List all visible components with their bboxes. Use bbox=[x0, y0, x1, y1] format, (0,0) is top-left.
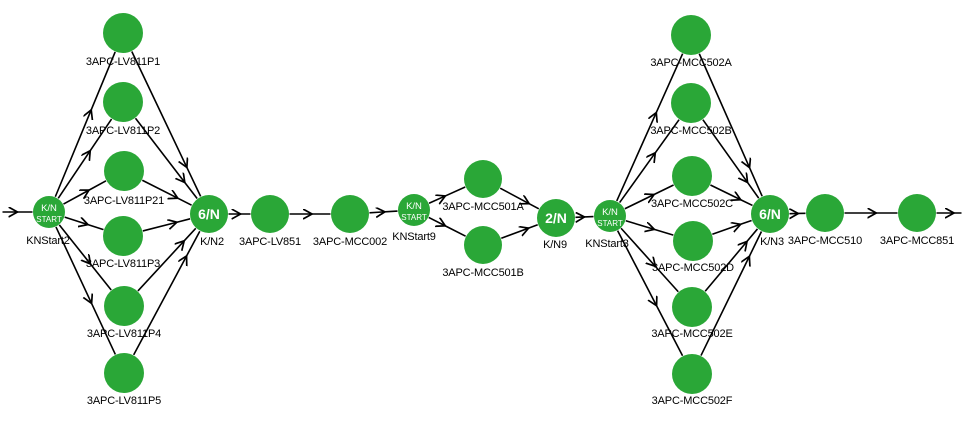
node-mcc502e[interactable] bbox=[672, 287, 712, 327]
node-kn3[interactable] bbox=[751, 195, 789, 233]
edge-lv811p1-kn2 bbox=[131, 51, 202, 197]
label-mcc851: 3APC-MCC851 bbox=[880, 235, 954, 247]
edge-knstart3-mcc502a bbox=[616, 53, 684, 202]
label-lv811p3: 3APC-LV811P3 bbox=[86, 258, 160, 270]
node-kn2[interactable] bbox=[190, 195, 228, 233]
node-text-kn3: 6/N bbox=[759, 206, 781, 222]
edge-knstart9-mcc501b bbox=[428, 216, 466, 237]
node-mcc502a[interactable] bbox=[671, 15, 711, 55]
label-mcc502d: 3APC-MCC502D bbox=[652, 262, 734, 274]
label-kn2: K/N2 bbox=[200, 236, 224, 248]
edge-knstart2-lv811p3 bbox=[64, 216, 104, 231]
edge-knstart3-mcc502e bbox=[620, 227, 679, 293]
edges-layer bbox=[2, 51, 962, 357]
node-knstart3[interactable] bbox=[594, 200, 626, 232]
edge-lv811p2-kn2 bbox=[134, 117, 198, 200]
edge-mcc502b-kn3 bbox=[702, 119, 760, 199]
label-mcc502b: 3APC-MCC502B bbox=[650, 125, 731, 137]
node-mcc002[interactable] bbox=[331, 195, 369, 233]
edge-lv811p21-kn2 bbox=[141, 179, 192, 206]
node-lv811p5[interactable] bbox=[104, 353, 144, 393]
label-knstart2: KNStart2 bbox=[26, 235, 69, 247]
label-lv811p4: 3APC-LV811P4 bbox=[87, 328, 161, 340]
node-mcc851[interactable] bbox=[898, 194, 936, 232]
node-text-knstart2-line1: K/N bbox=[41, 203, 57, 214]
edge-knstart2-lv811p1 bbox=[54, 51, 116, 198]
label-mcc002: 3APC-MCC002 bbox=[313, 236, 387, 248]
node-text-knstart3-line2: START bbox=[597, 219, 623, 228]
node-text-kn9: 2/N bbox=[545, 210, 567, 226]
label-lv811p2: 3APC-LV811P2 bbox=[86, 125, 160, 137]
edge-mcc502c-kn3 bbox=[710, 184, 753, 207]
edge-knstart3-mcc502f bbox=[616, 230, 684, 357]
label-mcc502a: 3APC-MCC502A bbox=[650, 57, 732, 69]
node-mcc502f[interactable] bbox=[672, 354, 712, 394]
label-mcc501b: 3APC-MCC501B bbox=[442, 267, 523, 279]
edge-mcc502e-kn3 bbox=[704, 228, 759, 292]
node-lv811p4[interactable] bbox=[104, 286, 144, 326]
edge-kn9-knstart3 bbox=[575, 217, 594, 218]
node-lv811p3[interactable] bbox=[103, 216, 143, 256]
label-mcc502f: 3APC-MCC502F bbox=[652, 395, 733, 407]
edge-mcc502d-kn3 bbox=[712, 219, 752, 235]
node-text-knstart2-line2: START bbox=[36, 215, 62, 224]
edge-knstart3-mcc502d bbox=[625, 219, 674, 236]
edge-knstart3-mcc502c bbox=[624, 184, 674, 210]
edge-knstart2-lv811p4 bbox=[58, 224, 112, 291]
edge-lv811p3-kn2 bbox=[142, 218, 191, 232]
node-mcc502d[interactable] bbox=[673, 221, 713, 261]
label-lv811p5: 3APC-LV811P5 bbox=[87, 395, 161, 407]
label-lv851: 3APC-LV851 bbox=[239, 236, 301, 248]
node-mcc510[interactable] bbox=[806, 194, 844, 232]
node-mcc502b[interactable] bbox=[671, 83, 711, 123]
node-text-kn2: 6/N bbox=[198, 206, 220, 222]
edge-mcc502a-kn3 bbox=[698, 53, 763, 197]
edge-knstart2-lv811p21 bbox=[63, 180, 107, 205]
node-lv811p2[interactable] bbox=[103, 82, 143, 122]
edge-mcc002-knstart9 bbox=[369, 211, 398, 213]
label-mcc510: 3APC-MCC510 bbox=[788, 235, 862, 247]
node-text-knstart9-line1: K/N bbox=[406, 201, 422, 212]
edge-knstart9-mcc501a bbox=[428, 186, 466, 203]
label-mcc502e: 3APC-MCC502E bbox=[651, 328, 732, 340]
nodes-layer bbox=[33, 13, 936, 394]
label-knstart9: KNStart9 bbox=[392, 231, 435, 243]
label-knstart3: KNStart3 bbox=[585, 238, 628, 250]
node-mcc501a[interactable] bbox=[464, 160, 502, 198]
node-labels-layer: KNStart2 3APC-LV811P1 3APC-LV811P2 3APC-LV8… bbox=[26, 56, 954, 407]
node-text-knstart3-line1: K/N bbox=[602, 207, 618, 218]
node-knstart2[interactable] bbox=[33, 196, 65, 228]
label-kn9: K/N9 bbox=[543, 239, 567, 251]
label-lv811p21: 3APC-LV811P21 bbox=[84, 195, 164, 207]
node-kn9[interactable] bbox=[537, 199, 575, 237]
edge-mcc502f-kn3 bbox=[700, 231, 763, 356]
edge-mcc501a-kn9 bbox=[499, 187, 540, 210]
edge-knstart2-lv811p5 bbox=[55, 226, 117, 355]
node-lv811p21[interactable] bbox=[104, 151, 144, 191]
edge-knstart2-lv811p2 bbox=[57, 118, 113, 199]
node-text-knstart9-line2: START bbox=[401, 213, 427, 222]
node-mcc502c[interactable] bbox=[672, 156, 712, 196]
node-mcc501b[interactable] bbox=[464, 226, 502, 264]
edge-lv811p4-kn2 bbox=[137, 227, 197, 292]
label-kn3: K/N3 bbox=[760, 236, 784, 248]
node-lv851[interactable] bbox=[251, 195, 289, 233]
edge-lv811p5-kn2 bbox=[132, 230, 201, 356]
edge-knstart3-mcc502b bbox=[618, 119, 680, 204]
label-mcc501a: 3APC-MCC501A bbox=[442, 201, 524, 213]
node-lv811p1[interactable] bbox=[103, 13, 143, 53]
label-lv811p1: 3APC-LV811P1 bbox=[86, 56, 160, 68]
node-knstart9[interactable] bbox=[398, 194, 430, 226]
label-mcc502c: 3APC-MCC502C bbox=[651, 198, 733, 210]
edge-mcc501b-kn9 bbox=[501, 224, 538, 239]
